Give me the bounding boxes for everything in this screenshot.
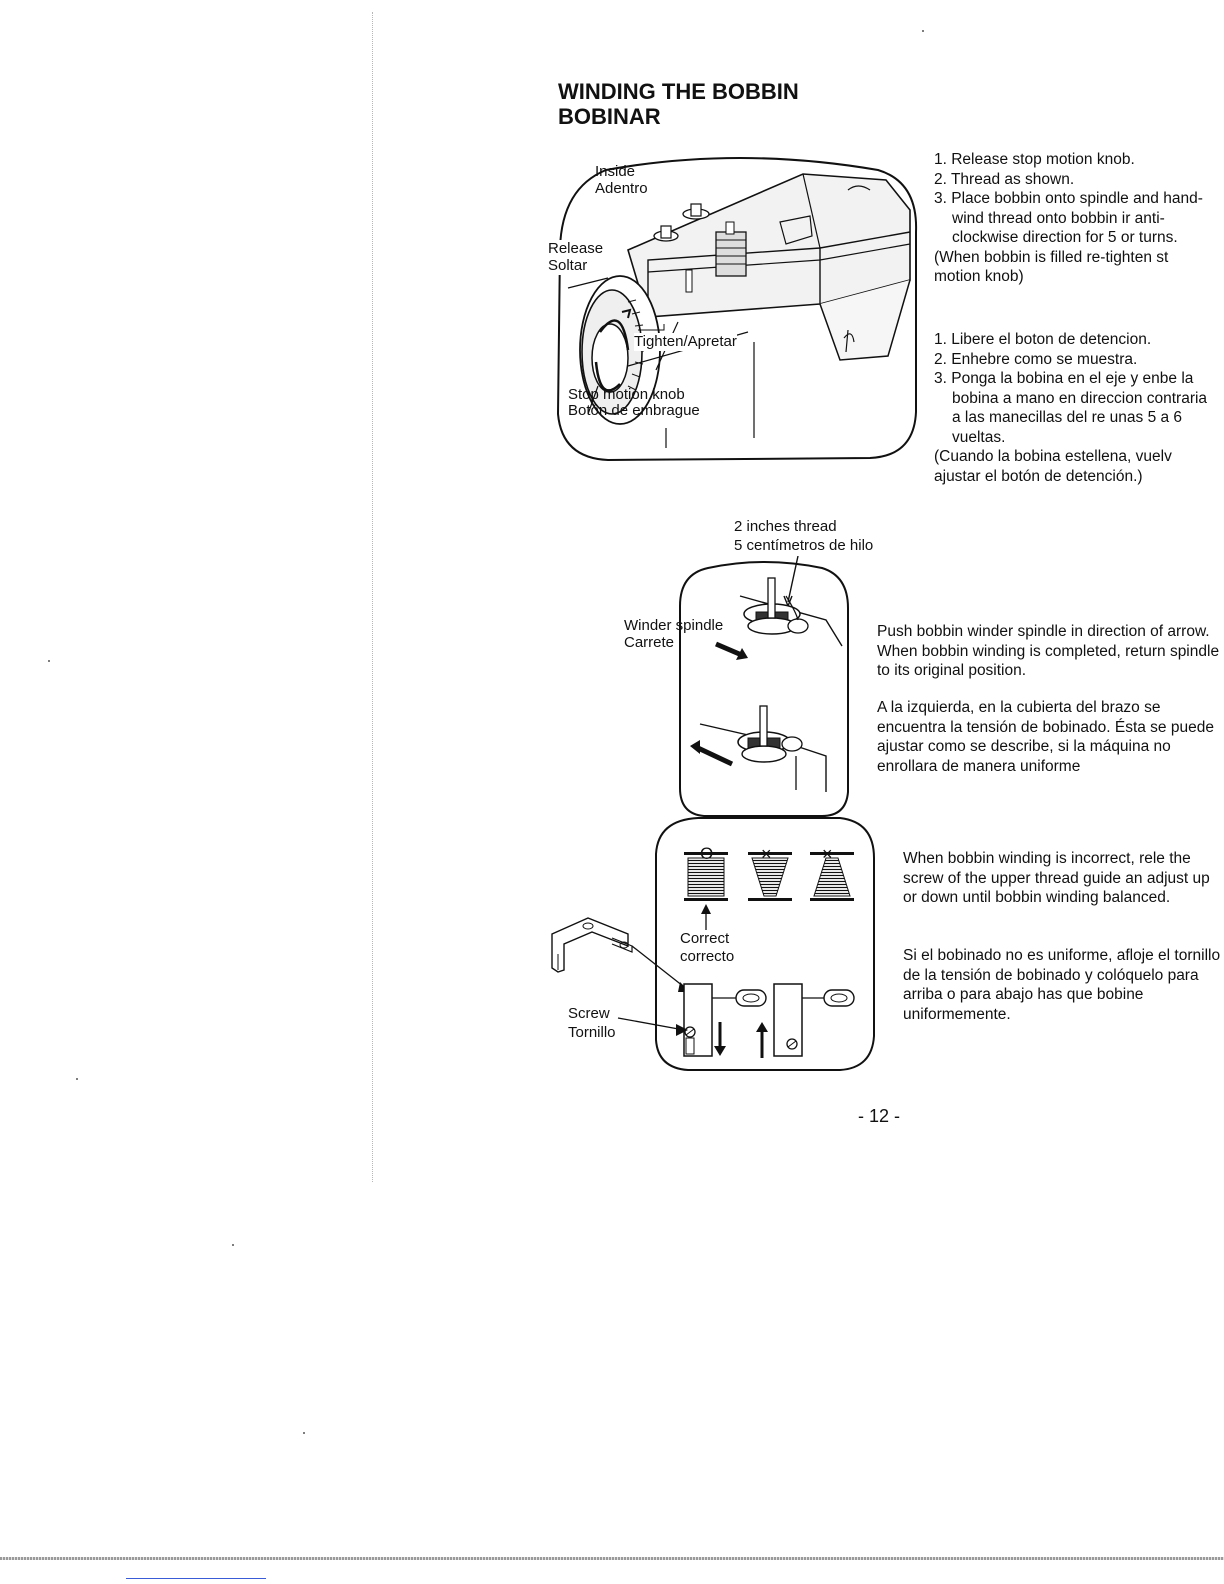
figure-winding-balance bbox=[548, 814, 880, 1076]
page-title: WINDING THE BOBBIN bbox=[558, 79, 799, 104]
page-number: - 12 - bbox=[858, 1106, 901, 1126]
scan-speck bbox=[922, 30, 924, 32]
label-stop-motion-knob-spanish: Botón de embrague bbox=[568, 402, 700, 419]
label-screw-spanish: Tornillo bbox=[568, 1024, 616, 1041]
scan-speck bbox=[48, 660, 50, 662]
figure-winder-spindle bbox=[676, 556, 852, 820]
instruction-step: 2. Enhebre como se muestra. bbox=[934, 350, 1138, 368]
label-winder-spindle-spanish: Carrete bbox=[624, 634, 675, 651]
push-spindle-text: Push bobbin winder spindle in direction … bbox=[877, 623, 1220, 679]
figure-stop-motion-knob bbox=[548, 152, 920, 470]
instruction-step: 2. Thread as shown. bbox=[934, 170, 1075, 188]
machine-illustration bbox=[556, 157, 918, 462]
winder-spindle-illustration bbox=[679, 556, 849, 817]
bobbin-uneven-top bbox=[748, 852, 792, 901]
instruction-note: (When bobbin is filled re-tighten st mot… bbox=[934, 248, 1169, 286]
label-release: Release bbox=[548, 240, 604, 258]
scan-speck bbox=[303, 1432, 305, 1434]
scan-margin-line bbox=[372, 12, 374, 1182]
scan-bottom-link-line bbox=[126, 1578, 266, 1579]
instruction-step: 3. Ponga la bobina en el eje y enbe la b… bbox=[934, 370, 1208, 446]
label-correct: Correct bbox=[680, 930, 730, 947]
label-release-spanish: Soltar bbox=[548, 257, 588, 275]
instructions-spanish: 1. Libere el boton de detencion. 2. Enhe… bbox=[934, 330, 1219, 486]
instruction-note: (Cuando la bobina estellena, vuelv ajust… bbox=[934, 448, 1172, 485]
page-title-spanish: BOBINAR bbox=[558, 104, 661, 129]
bobbin-correct bbox=[684, 852, 728, 901]
label-tighten: Tighten/Apretar bbox=[634, 333, 737, 351]
label-winder-spindle: Winder spindle bbox=[624, 617, 724, 634]
winding-balance-illustration bbox=[551, 817, 875, 1071]
push-spindle-text-spanish: A la izquierda, en la cubierta del brazo… bbox=[877, 699, 1214, 775]
adjust-text: When bobbin winding is incorrect, rele t… bbox=[903, 850, 1210, 906]
adjust-text-spanish: Si el bobinado no es uniforme, afloje el… bbox=[903, 947, 1221, 1023]
instructions-english: 1. Release stop motion knob. 2. Thread a… bbox=[934, 150, 1219, 287]
label-screw: Screw bbox=[568, 1005, 610, 1022]
label-correct-spanish: correcto bbox=[680, 948, 735, 965]
symbol-correct: O bbox=[700, 844, 714, 863]
label-inside: Inside bbox=[595, 163, 636, 180]
instruction-step: 1. Libere el boton de detencion. bbox=[934, 331, 1152, 348]
scan-speck bbox=[232, 1244, 234, 1246]
symbol-incorrect: × bbox=[822, 844, 833, 864]
label-thread-length: 2 inches thread bbox=[734, 518, 837, 535]
instruction-step: 3. Place bobbin onto spindle and hand-wi… bbox=[934, 190, 1203, 246]
scan-bottom-rule bbox=[0, 1557, 1224, 1560]
thread-guide-up bbox=[683, 983, 767, 1057]
bobbin-uneven-bottom bbox=[810, 852, 854, 901]
label-inside-spanish: Adentro bbox=[595, 180, 648, 197]
symbol-incorrect: × bbox=[761, 844, 772, 864]
instruction-step: 1. Release stop motion knob. bbox=[934, 151, 1135, 168]
scan-speck bbox=[76, 1078, 78, 1080]
label-thread-length-spanish: 5 centímetros de hilo bbox=[734, 537, 874, 554]
label-stop-motion-knob: Stop motion knob bbox=[568, 386, 685, 403]
thread-guide-down bbox=[756, 983, 855, 1058]
